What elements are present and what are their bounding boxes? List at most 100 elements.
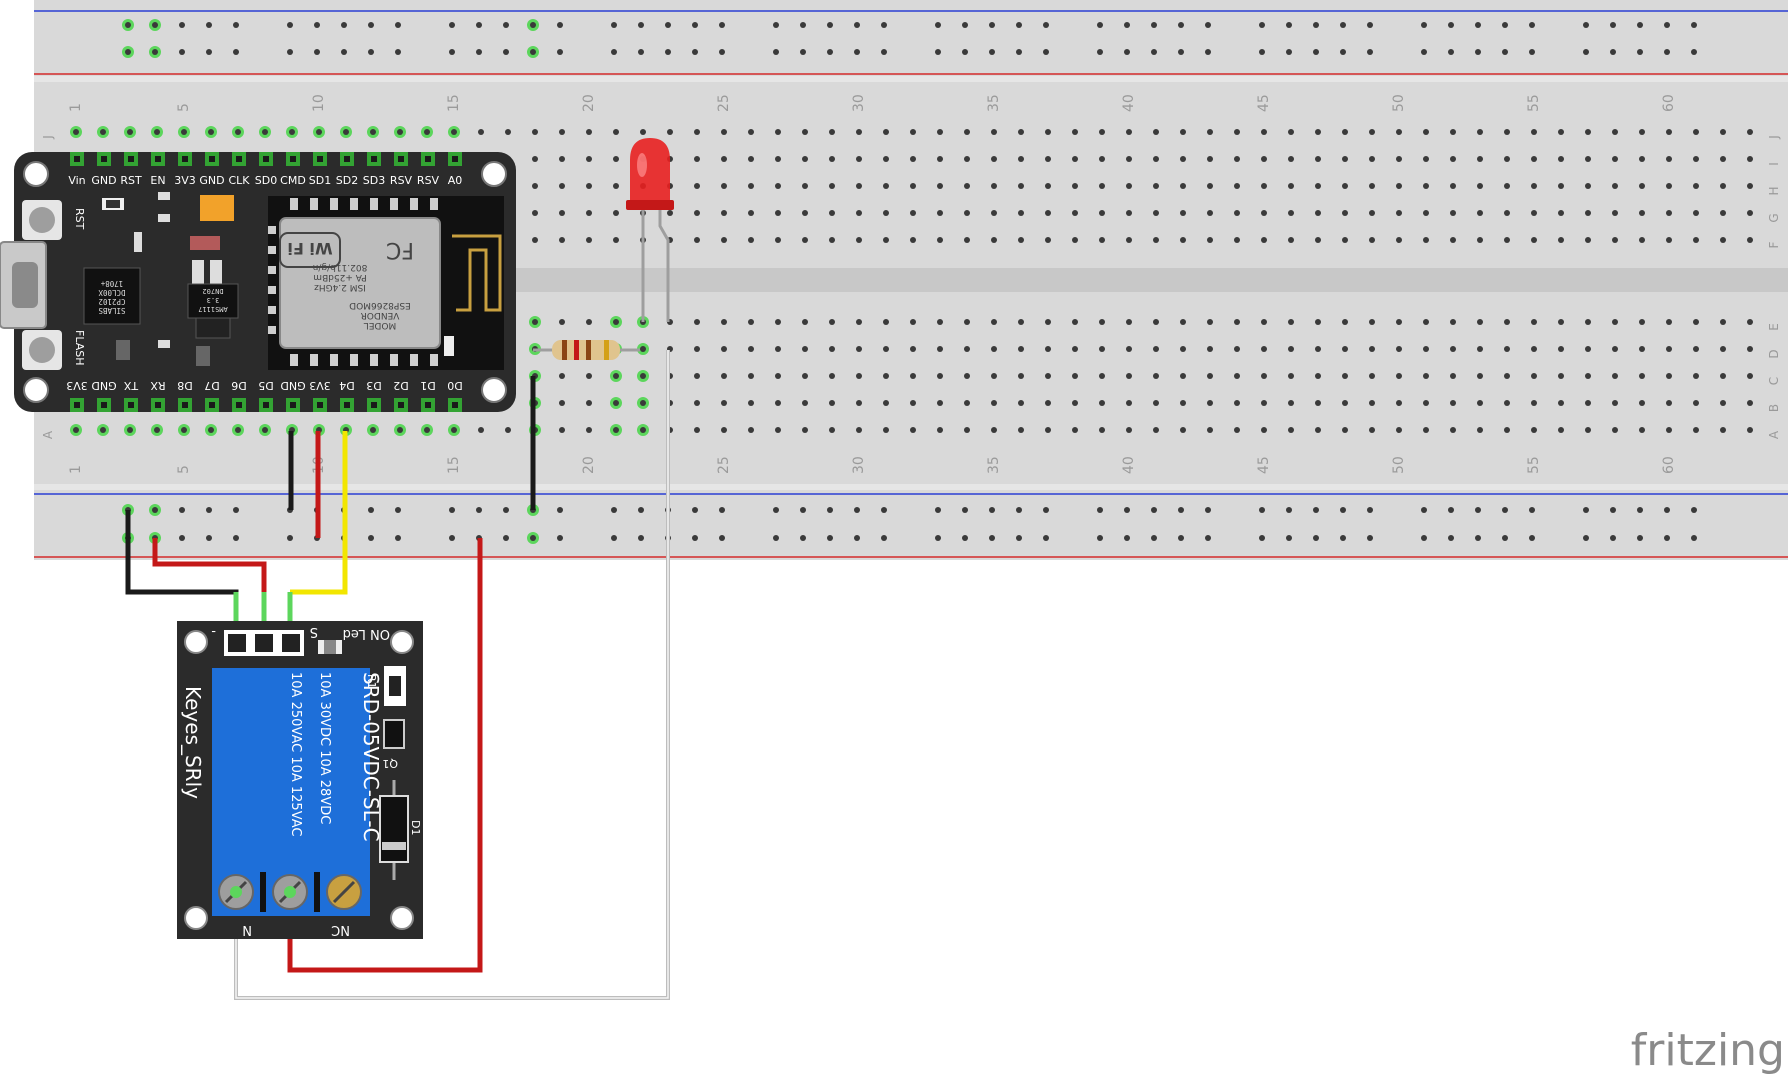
- hole: [935, 507, 941, 513]
- hole: [1180, 237, 1186, 243]
- hole: [1639, 427, 1645, 433]
- hole: [800, 507, 806, 513]
- hole: [1558, 156, 1564, 162]
- hole: [1018, 373, 1024, 379]
- hole: [1124, 22, 1130, 28]
- hole: [694, 237, 700, 243]
- nodemcu-pin-hole: [182, 156, 188, 162]
- hole: [827, 507, 833, 513]
- column-number: 15: [446, 94, 462, 112]
- hole: [640, 346, 646, 352]
- hole: [1099, 427, 1105, 433]
- hole: [694, 400, 700, 406]
- hole: [748, 427, 754, 433]
- row-letter: H: [1767, 186, 1781, 195]
- hole: [1180, 210, 1186, 216]
- hole: [1369, 237, 1375, 243]
- hole: [1259, 49, 1265, 55]
- relay-mount-hole: [390, 906, 414, 930]
- relay-header-slot: [228, 634, 246, 652]
- hole: [829, 373, 835, 379]
- led-highlight: [637, 153, 647, 177]
- hole: [1286, 49, 1292, 55]
- hole: [854, 49, 860, 55]
- hole: [1315, 427, 1321, 433]
- hole: [1259, 507, 1265, 513]
- column-number: 5: [176, 103, 192, 112]
- hole: [613, 237, 619, 243]
- hole: [721, 346, 727, 352]
- hole: [1477, 373, 1483, 379]
- hole: [910, 129, 916, 135]
- hole: [1531, 210, 1537, 216]
- hole: [1747, 346, 1753, 352]
- hole: [1504, 373, 1510, 379]
- hole: [368, 507, 374, 513]
- antenna-trace: [452, 234, 502, 312]
- hole: [1097, 22, 1103, 28]
- hole: [964, 183, 970, 189]
- esp-module-text: MODEL VENDOR ESP8266MOD ISM 2.4GHz PA +2…: [279, 232, 414, 330]
- hole: [1585, 319, 1591, 325]
- hole: [1504, 346, 1510, 352]
- hole: [1583, 535, 1589, 541]
- relay-minus-label: -: [211, 624, 216, 639]
- hole: [233, 49, 239, 55]
- hole: [721, 400, 727, 406]
- hole: [1637, 535, 1643, 541]
- pin-label: A0: [448, 174, 463, 187]
- nodemcu-pin-hole: [101, 402, 107, 408]
- hole: [1205, 22, 1211, 28]
- hole: [962, 507, 968, 513]
- hole: [1234, 210, 1240, 216]
- hole: [773, 507, 779, 513]
- hole: [1720, 319, 1726, 325]
- hole: [1099, 210, 1105, 216]
- hole: [1178, 507, 1184, 513]
- esp-castellation: [430, 198, 438, 210]
- hole: [1018, 427, 1024, 433]
- hole: [883, 373, 889, 379]
- hole: [476, 49, 482, 55]
- hole: [1396, 400, 1402, 406]
- hole: [152, 507, 158, 513]
- hole: [1558, 427, 1564, 433]
- hole: [1288, 129, 1294, 135]
- hole: [1180, 129, 1186, 135]
- hole: [1099, 346, 1105, 352]
- pin-label: D0: [447, 379, 462, 392]
- hole: [233, 507, 239, 513]
- hole: [1016, 507, 1022, 513]
- column-number: 20: [581, 456, 597, 474]
- pin-label: D2: [393, 379, 408, 392]
- hole: [1477, 346, 1483, 352]
- hole: [775, 210, 781, 216]
- nodemcu-pin-hole: [128, 402, 134, 408]
- hole: [748, 156, 754, 162]
- hole: [989, 22, 995, 28]
- rst-button[interactable]: [29, 207, 55, 233]
- hole: [775, 237, 781, 243]
- hole: [721, 427, 727, 433]
- column-number: 50: [1391, 94, 1407, 112]
- column-number: 35: [986, 94, 1002, 112]
- hole: [1124, 535, 1130, 541]
- hole: [775, 129, 781, 135]
- hole: [1259, 22, 1265, 28]
- flash-button[interactable]: [29, 337, 55, 363]
- hole: [1180, 346, 1186, 352]
- hole: [1099, 319, 1105, 325]
- row-letter: J: [41, 135, 55, 140]
- pin-label: D4: [339, 379, 354, 392]
- pin-label: 3V3: [309, 379, 331, 392]
- column-number: 50: [1391, 456, 1407, 474]
- hole: [802, 183, 808, 189]
- hole: [1693, 210, 1699, 216]
- hole: [829, 129, 835, 135]
- hole: [611, 535, 617, 541]
- hole: [154, 427, 160, 433]
- hole: [1369, 346, 1375, 352]
- hole: [532, 183, 538, 189]
- hole: [910, 237, 916, 243]
- hole: [1666, 319, 1672, 325]
